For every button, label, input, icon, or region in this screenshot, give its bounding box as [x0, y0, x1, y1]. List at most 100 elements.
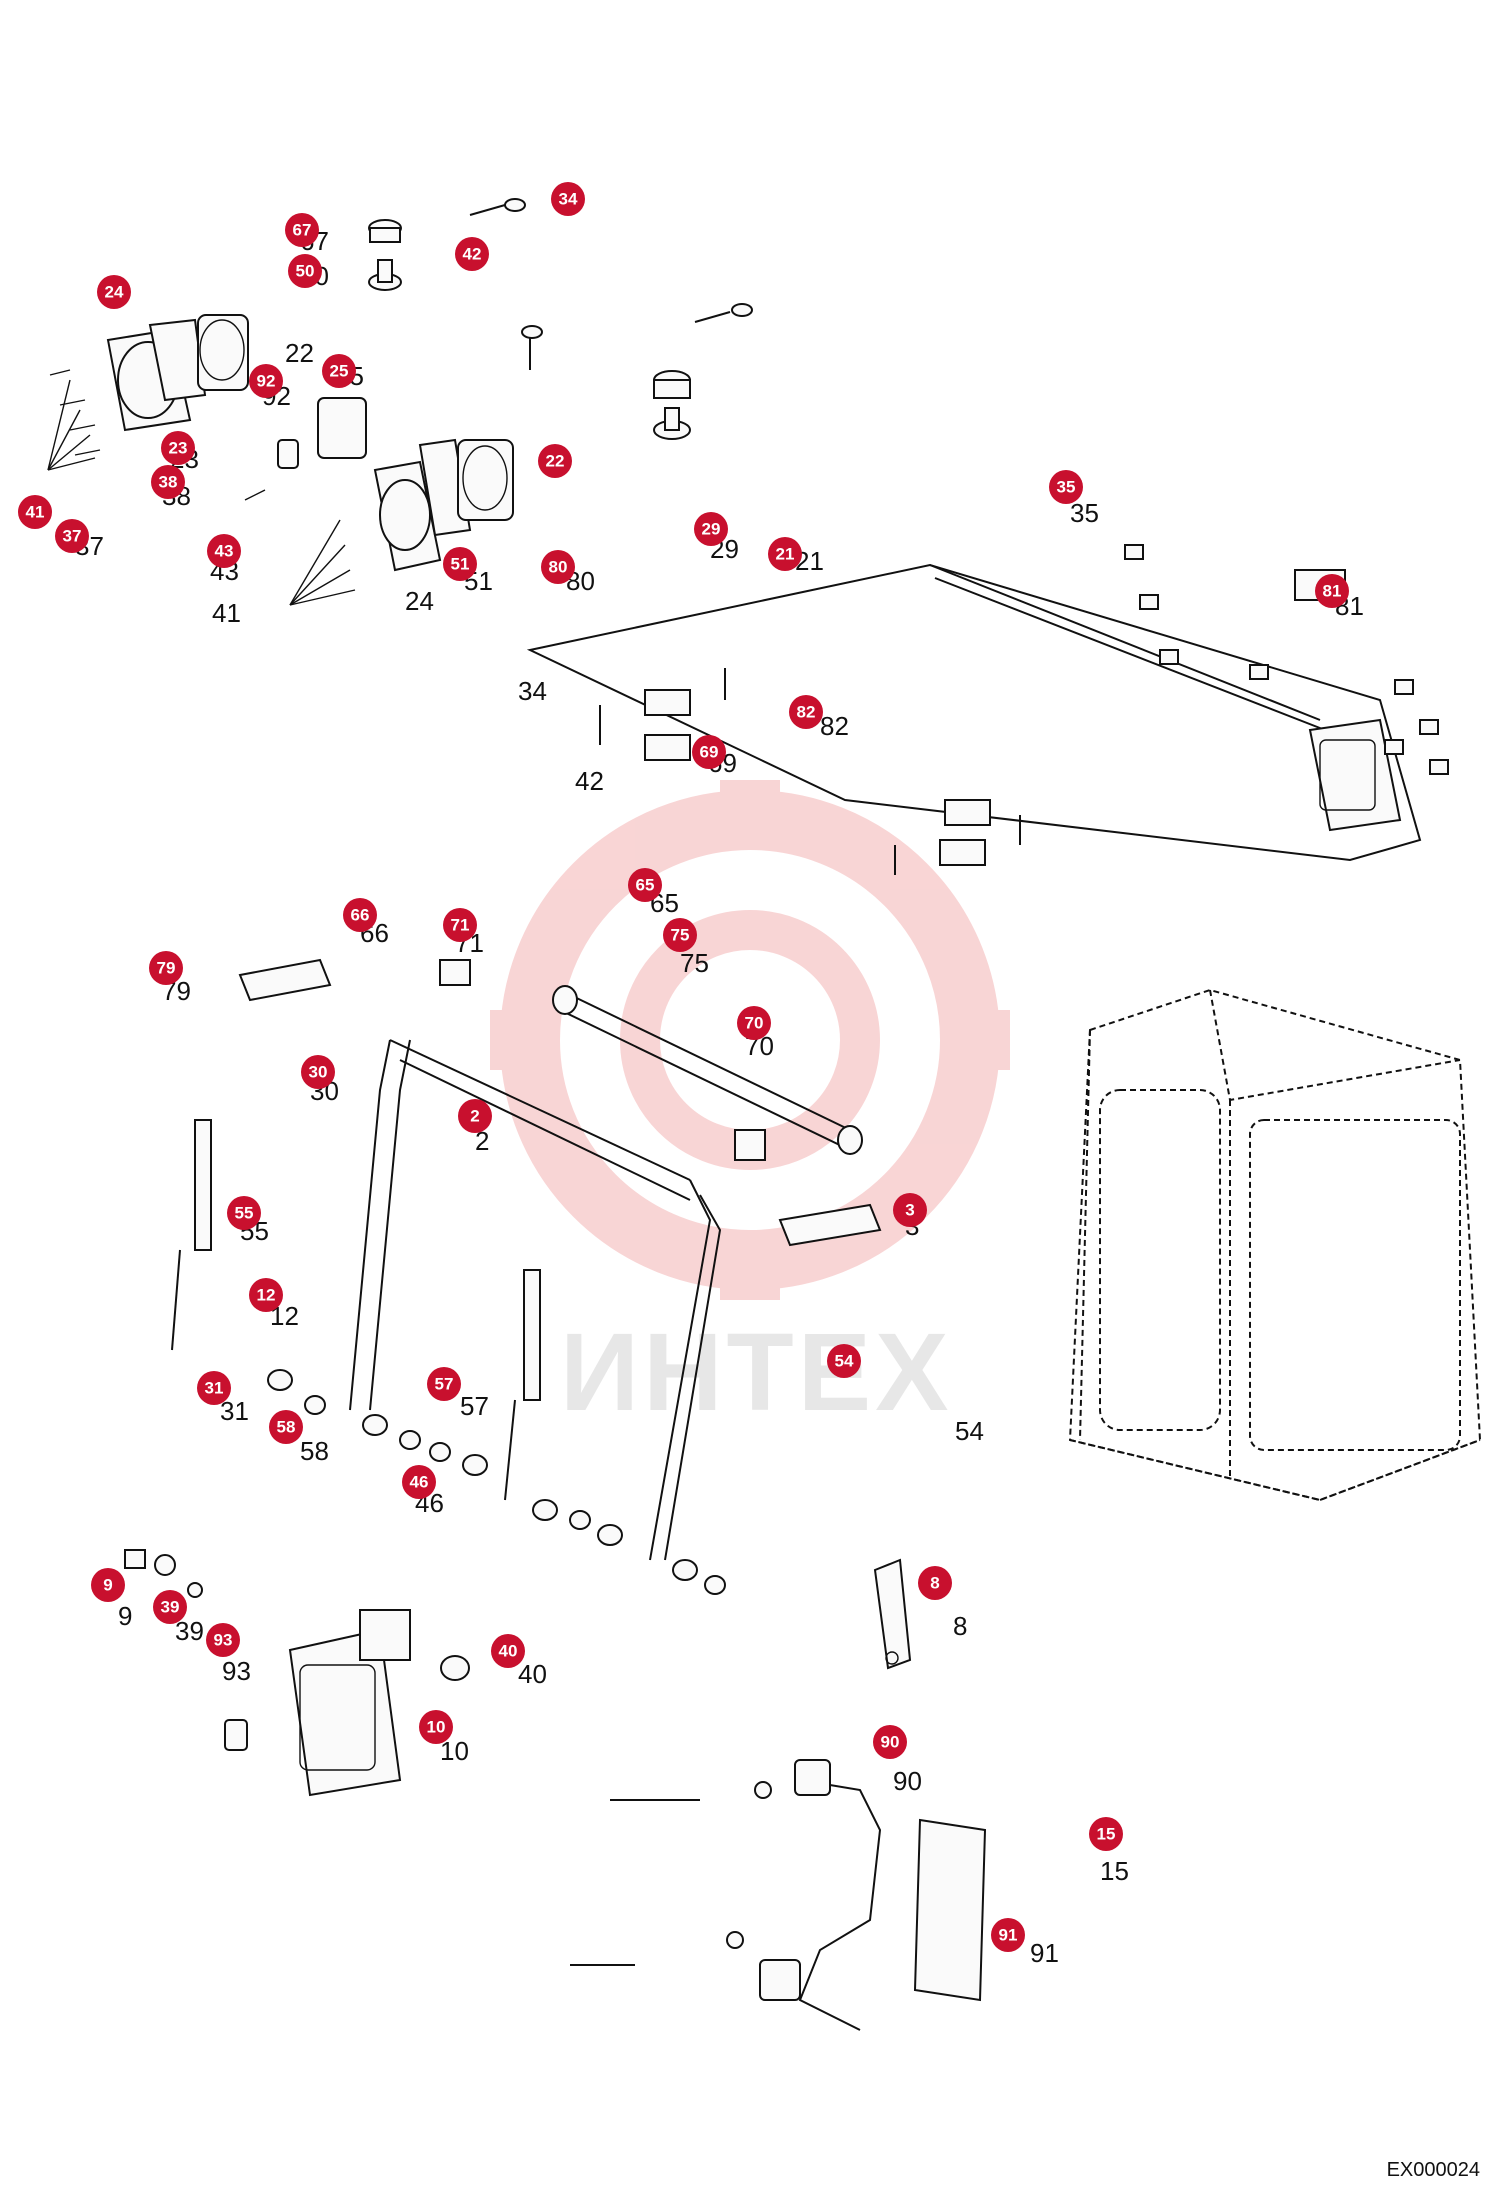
svg-text:93: 93	[214, 1631, 233, 1650]
label-39: 39	[175, 1616, 204, 1646]
mirror-assembly	[570, 1759, 987, 2031]
svg-text:92: 92	[257, 372, 276, 391]
svg-text:2: 2	[470, 1107, 479, 1126]
washers-fasteners	[267, 1369, 726, 1595]
callout-70: 70	[737, 1006, 771, 1040]
svg-text:24: 24	[105, 283, 124, 302]
label-54: 54	[955, 1416, 984, 1446]
callout-8: 8	[918, 1566, 952, 1600]
callout-80: 80	[541, 550, 575, 584]
svg-text:38: 38	[159, 473, 178, 492]
svg-text:67: 67	[293, 221, 312, 240]
svg-text:21: 21	[776, 545, 795, 564]
label-40: 40	[518, 1659, 547, 1689]
callout-82: 82	[789, 695, 823, 729]
callout-31: 31	[197, 1371, 231, 1405]
label-90: 90	[893, 1766, 922, 1796]
callout-92: 92	[249, 364, 283, 398]
callout-35: 35	[1049, 470, 1083, 504]
svg-text:66: 66	[351, 906, 370, 925]
callout-40: 40	[491, 1634, 525, 1668]
callout-55: 55	[227, 1196, 261, 1230]
svg-text:70: 70	[745, 1014, 764, 1033]
svg-text:75: 75	[671, 926, 690, 945]
callout-50: 50	[288, 254, 322, 288]
svg-text:71: 71	[451, 916, 470, 935]
svg-text:69: 69	[700, 743, 719, 762]
svg-text:30: 30	[309, 1063, 328, 1082]
callout-38: 38	[151, 465, 185, 499]
callout-23: 23	[161, 431, 195, 465]
callout-46: 46	[402, 1465, 436, 1499]
label-41: 41	[212, 598, 241, 628]
svg-text:90: 90	[881, 1733, 900, 1752]
gas-springs	[171, 1119, 541, 1501]
label-91: 91	[1030, 1938, 1059, 1968]
svg-text:58: 58	[277, 1418, 296, 1437]
label-24: 24	[405, 586, 434, 616]
svg-text:51: 51	[451, 555, 470, 574]
callout-29: 29	[694, 512, 728, 546]
callout-43: 43	[207, 534, 241, 568]
callout-9: 9	[91, 1568, 125, 1602]
svg-text:15: 15	[1097, 1825, 1116, 1844]
callout-91: 91	[991, 1918, 1025, 1952]
svg-text:22: 22	[546, 452, 565, 471]
lift-frame	[238, 958, 882, 1561]
work-lamp	[124, 1549, 470, 1797]
callout-12: 12	[249, 1278, 283, 1312]
callout-79: 79	[149, 951, 183, 985]
callout-57: 57	[427, 1367, 461, 1401]
svg-text:82: 82	[797, 703, 816, 722]
svg-text:31: 31	[205, 1379, 224, 1398]
svg-text:23: 23	[169, 439, 188, 458]
callout-75: 75	[663, 918, 697, 952]
label-34: 34	[518, 676, 547, 706]
callout-24: 24	[97, 275, 131, 309]
watermark-text: ИНТЕХ	[560, 1311, 952, 1434]
svg-text:37: 37	[63, 527, 82, 546]
callout-54: 54	[827, 1344, 861, 1378]
svg-text:91: 91	[999, 1926, 1018, 1945]
svg-text:39: 39	[161, 1598, 180, 1617]
callout-90: 90	[873, 1725, 907, 1759]
callout-67: 67	[285, 213, 319, 247]
label-9: 9	[118, 1601, 132, 1631]
label-2: 2	[475, 1126, 489, 1156]
callout-66: 66	[343, 898, 377, 932]
svg-text:35: 35	[1057, 478, 1076, 497]
label-42: 42	[575, 766, 604, 796]
mount-parts-top	[368, 198, 753, 440]
callout-10: 10	[419, 1710, 453, 1744]
svg-text:80: 80	[549, 558, 568, 577]
svg-text:79: 79	[157, 959, 176, 978]
drawing-code: EX000024	[1386, 2159, 1480, 2181]
callout-42: 42	[455, 237, 489, 271]
label-93: 93	[222, 1656, 251, 1686]
label-57: 57	[460, 1391, 489, 1421]
callout-81: 81	[1315, 574, 1349, 608]
callout-21: 21	[768, 537, 802, 571]
svg-text:8: 8	[930, 1574, 939, 1593]
speaker-assembly-center	[244, 438, 514, 606]
speaker-assembly-left	[47, 314, 367, 471]
callout-58: 58	[269, 1410, 303, 1444]
callout-39: 39	[153, 1590, 187, 1624]
svg-text:81: 81	[1323, 582, 1342, 601]
callout-30: 30	[301, 1055, 335, 1089]
label-58: 58	[300, 1436, 329, 1466]
svg-text:57: 57	[435, 1375, 454, 1394]
svg-text:9: 9	[103, 1576, 112, 1595]
svg-text:50: 50	[296, 262, 315, 281]
watermark-logo	[490, 780, 1010, 1300]
svg-text:12: 12	[257, 1286, 276, 1305]
svg-text:55: 55	[235, 1204, 254, 1223]
label-75: 75	[680, 948, 709, 978]
label-82: 82	[820, 711, 849, 741]
label-15: 15	[1100, 1856, 1129, 1886]
svg-text:42: 42	[463, 245, 482, 264]
callout-65: 65	[628, 868, 662, 902]
svg-text:34: 34	[559, 190, 578, 209]
roof-panel	[526, 563, 1422, 875]
cab-assembly	[1068, 988, 1482, 1502]
